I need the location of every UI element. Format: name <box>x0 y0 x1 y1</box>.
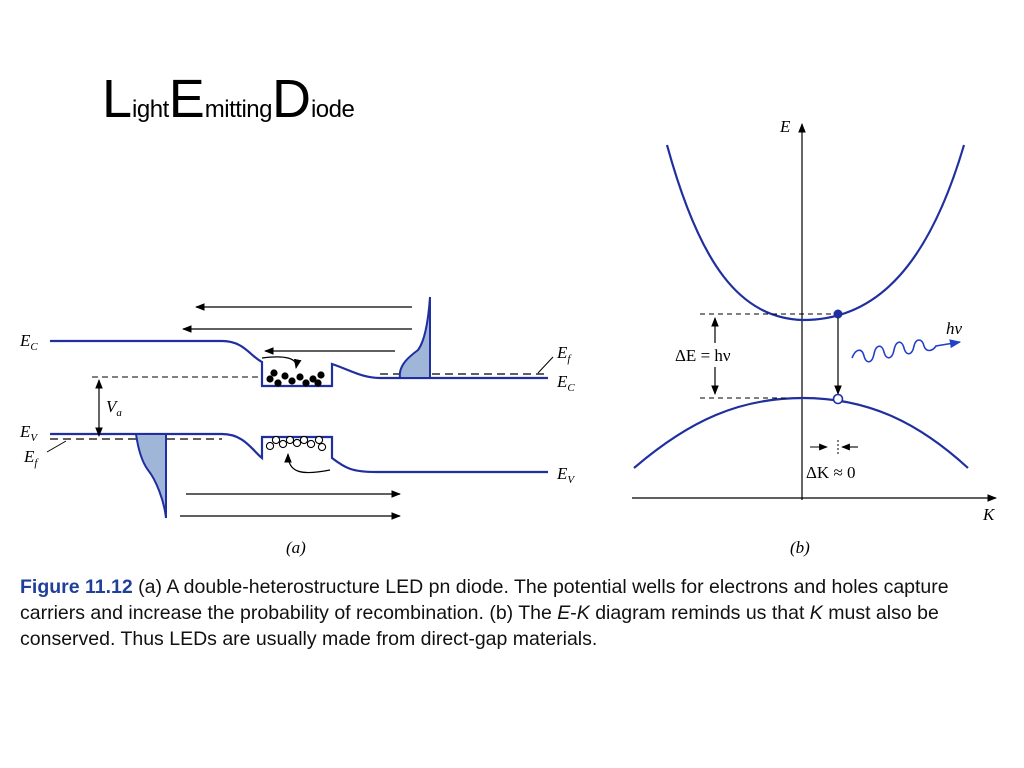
caption-k: K <box>809 602 823 624</box>
va-label: Va <box>106 397 122 419</box>
panel-b-ek-diagram: E K ΔE = hν hν ΔK ≈ 0 (b) <box>632 117 997 557</box>
title-d: D <box>271 69 311 129</box>
electron-point <box>833 309 843 319</box>
title-ight: ight <box>132 96 169 123</box>
caption-text-3: must also be conserved. Thus LEDs are us… <box>20 602 939 650</box>
photon-wave <box>851 339 962 363</box>
hole-capture-arrow <box>284 453 331 474</box>
figure-number: Figure 11.12 <box>20 576 133 598</box>
ec-right-label: EC <box>556 372 575 394</box>
ev-left-label: EV <box>19 422 38 444</box>
k-axis-label: K <box>982 505 996 524</box>
e-axis-label: E <box>779 117 791 136</box>
valence-band-edge <box>50 432 548 474</box>
holes-in-well <box>265 435 327 452</box>
panel-a-band-diagram: EC EV Ef Va Ef EC EV (a) <box>19 296 575 557</box>
ef-right-label: Ef <box>556 343 572 365</box>
caption-ek-dash: - <box>570 602 577 624</box>
conduction-band-curve <box>665 144 966 322</box>
valence-band-curve <box>633 396 969 469</box>
electron-distribution <box>398 296 431 379</box>
photon-label: hν <box>946 319 963 338</box>
panel-a-label: (a) <box>286 538 306 557</box>
caption-text-1: (a) A double-heterostructure LED pn diod… <box>20 576 949 624</box>
ev-right-label: EV <box>556 464 575 486</box>
title-l: L <box>102 69 133 129</box>
delta-k-label: ΔK ≈ 0 <box>806 463 856 482</box>
ef-right-pointer <box>537 356 554 374</box>
caption-ek-k: K <box>576 602 590 624</box>
conduction-band-edge <box>50 339 548 388</box>
caption-ek-e: E <box>557 602 571 624</box>
slide-title: LightEmittingDiode <box>102 69 355 129</box>
ef-left-pointer <box>46 440 67 453</box>
caption-text-2: diagram reminds us that <box>589 602 810 624</box>
title-e: E <box>168 69 205 129</box>
electron-capture-arrow <box>261 356 302 369</box>
ec-left-label: EC <box>19 331 38 353</box>
hole-point <box>832 393 844 405</box>
ef-left-label: Ef <box>23 447 39 469</box>
title-mitting: mitting <box>204 96 273 123</box>
electrons-in-well <box>266 369 325 387</box>
hole-distribution <box>134 433 167 519</box>
title-iode: iode <box>310 96 355 123</box>
panel-b-label: (b) <box>790 538 810 557</box>
delta-e-label: ΔE = hν <box>675 346 731 365</box>
figure-caption: Figure 11.12 (a) A double-heterostructur… <box>20 574 1010 652</box>
